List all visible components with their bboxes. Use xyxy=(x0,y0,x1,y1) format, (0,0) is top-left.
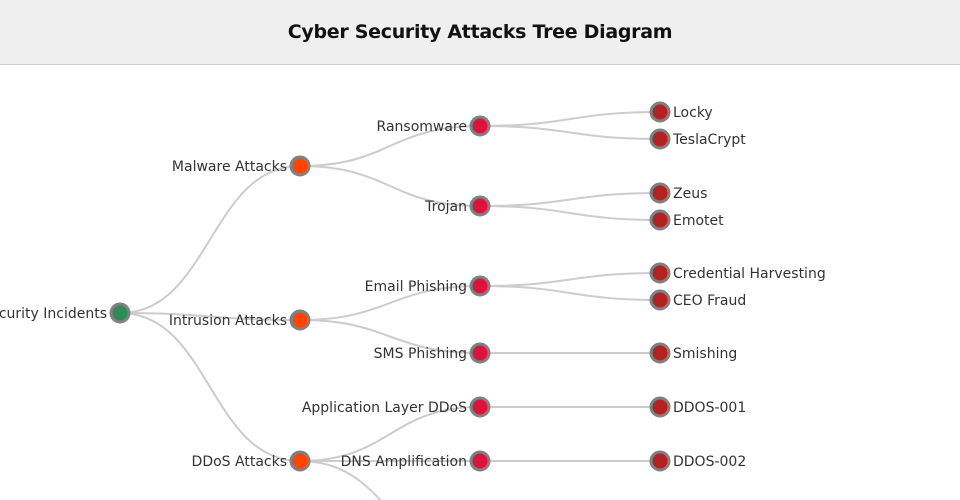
node-circle[interactable] xyxy=(649,396,671,418)
node-circle[interactable] xyxy=(469,342,491,364)
node-circle[interactable] xyxy=(469,115,491,137)
link-trojan-to-emotet xyxy=(479,205,661,221)
link-email-phishing-to-credential-harvesting xyxy=(479,272,661,287)
node-circle[interactable] xyxy=(649,101,671,123)
tree-node-dns-amplification[interactable]: DNS Amplification xyxy=(341,450,491,472)
link-ransomware-to-locky xyxy=(479,111,661,127)
node-label: Security Incidents xyxy=(0,306,107,322)
node-circle[interactable] xyxy=(289,309,311,331)
link-intrusion-attacks-to-sms-phishing xyxy=(299,319,481,354)
node-circle[interactable] xyxy=(649,209,671,231)
node-circle[interactable] xyxy=(649,262,671,284)
node-circle[interactable] xyxy=(469,396,491,418)
tree-node-teslacrypt[interactable]: TeslaCrypt xyxy=(649,128,746,150)
tree-node-credential-harvesting[interactable]: Credential Harvesting xyxy=(649,262,826,284)
link-ransomware-to-teslacrypt xyxy=(479,125,661,140)
node-label: DNS Amplification xyxy=(341,454,467,470)
node-label: Emotet xyxy=(673,213,724,229)
node-label: Application Layer DDoS xyxy=(302,400,467,416)
node-label: Intrusion Attacks xyxy=(169,313,287,329)
node-label: Email Phishing xyxy=(365,279,467,295)
node-circle[interactable] xyxy=(649,342,671,364)
node-label: CEO Fraud xyxy=(673,293,746,309)
node-label: DDOS-002 xyxy=(673,454,746,470)
node-label: Credential Harvesting xyxy=(673,266,826,282)
node-label: Locky xyxy=(673,105,713,121)
link-ddos-attacks-to-application-layer-ddos xyxy=(299,406,481,462)
page-title: Cyber Security Attacks Tree Diagram xyxy=(287,21,673,43)
link-ddos-attacks-to-hidden xyxy=(299,460,382,500)
header-bar: Cyber Security Attacks Tree Diagram xyxy=(0,0,960,65)
tree-node-locky[interactable]: Locky xyxy=(649,101,713,123)
tree-node-ceo-fraud[interactable]: CEO Fraud xyxy=(649,289,746,311)
tree-node-sms-phishing[interactable]: SMS Phishing xyxy=(374,342,491,364)
link-email-phishing-to-ceo-fraud xyxy=(479,285,661,301)
tree-node-ddos-002[interactable]: DDOS-002 xyxy=(649,450,746,472)
node-label: Smishing xyxy=(673,346,737,362)
link-malware-attacks-to-ransomware xyxy=(299,125,481,167)
node-circle[interactable] xyxy=(469,275,491,297)
node-label: Ransomware xyxy=(377,119,467,135)
tree-node-application-layer-ddos[interactable]: Application Layer DDoS xyxy=(302,396,491,418)
node-label: DDOS-001 xyxy=(673,400,746,416)
node-label: Malware Attacks xyxy=(172,159,287,175)
tree-node-trojan[interactable]: Trojan xyxy=(424,195,491,217)
tree-node-ddos-attacks[interactable]: DDoS Attacks xyxy=(192,450,311,472)
link-trojan-to-zeus xyxy=(479,192,661,207)
tree-node-emotet[interactable]: Emotet xyxy=(649,209,724,231)
node-label: Zeus xyxy=(673,186,707,202)
node-circle[interactable] xyxy=(649,450,671,472)
tree-node-email-phishing[interactable]: Email Phishing xyxy=(365,275,491,297)
tree-node-smishing[interactable]: Smishing xyxy=(649,342,737,364)
node-circle[interactable] xyxy=(469,450,491,472)
node-circle[interactable] xyxy=(649,128,671,150)
tree-node-ransomware[interactable]: Ransomware xyxy=(377,115,491,137)
node-circle[interactable] xyxy=(469,195,491,217)
link-security-incidents-to-ddos-attacks xyxy=(119,312,301,462)
tree-node-zeus[interactable]: Zeus xyxy=(649,182,707,204)
node-label: SMS Phishing xyxy=(374,346,467,362)
node-circle[interactable] xyxy=(649,182,671,204)
node-circle[interactable] xyxy=(109,302,131,324)
node-circle[interactable] xyxy=(289,450,311,472)
link-security-incidents-to-intrusion-attacks xyxy=(119,312,301,321)
tree-node-ddos-001[interactable]: DDOS-001 xyxy=(649,396,746,418)
node-label: DDoS Attacks xyxy=(192,454,287,470)
link-malware-attacks-to-trojan xyxy=(299,165,481,207)
tree-node-malware-attacks[interactable]: Malware Attacks xyxy=(172,155,311,177)
link-intrusion-attacks-to-email-phishing xyxy=(299,285,481,321)
node-label: Trojan xyxy=(424,199,467,215)
tree-node-intrusion-attacks[interactable]: Intrusion Attacks xyxy=(169,309,311,331)
tree-node-security-incidents[interactable]: Security Incidents xyxy=(0,302,131,324)
node-label: TeslaCrypt xyxy=(672,132,746,148)
links-layer xyxy=(119,111,661,500)
node-circle[interactable] xyxy=(649,289,671,311)
link-security-incidents-to-malware-attacks xyxy=(119,165,301,314)
node-circle[interactable] xyxy=(289,155,311,177)
